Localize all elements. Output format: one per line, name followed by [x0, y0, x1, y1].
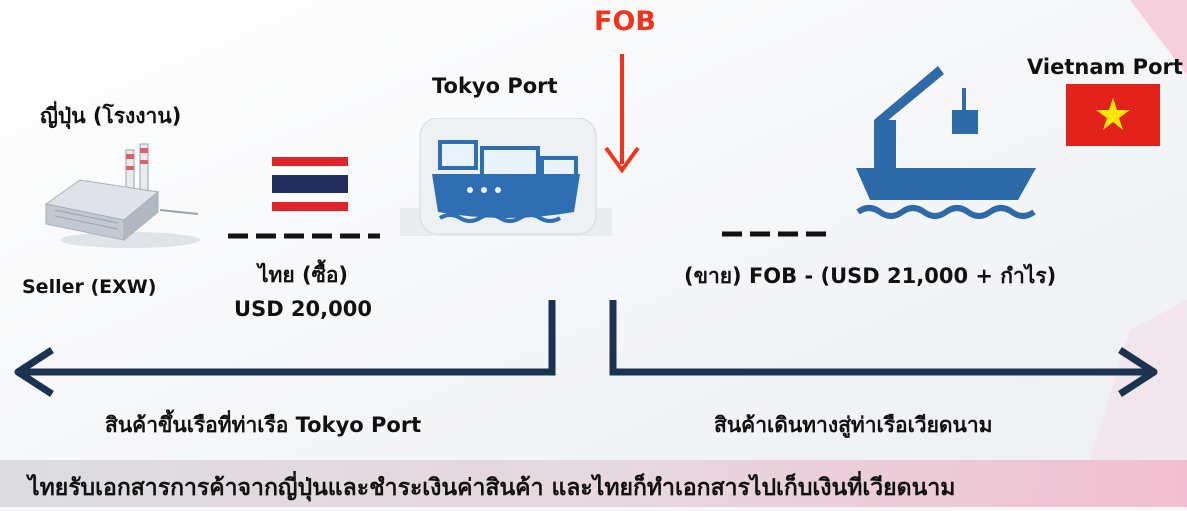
vietnam-port-label: Vietnam Port: [1027, 55, 1183, 79]
right-arrow-head: [1118, 347, 1158, 397]
sell-formula-label: (ขาย) FOB - (USD 21,000 + กำไร): [684, 264, 1057, 288]
seller-label: Seller (EXW): [22, 276, 157, 298]
crane-ship-icon: [856, 66, 1036, 219]
container-ship-icon: [400, 118, 612, 236]
thailand-flag-icon: [272, 157, 348, 211]
thai-buy-label: ไทย (ซื้อ) USD 20,000: [228, 258, 378, 326]
thai-buy-line1: ไทย (ซื้อ): [257, 263, 349, 287]
fob-red-arrow-head: [604, 146, 640, 174]
right-caption: สินค้าเดินทางสู่ท่าเรือเวียดนาม: [714, 413, 993, 437]
factory-icon: [44, 143, 200, 248]
japan-factory-label: ญี่ปุ่น (โรงงาน): [40, 104, 182, 128]
right-arrow: [609, 300, 1150, 376]
tokyo-port-label: Tokyo Port: [432, 74, 558, 98]
left-arrow: [22, 300, 556, 376]
thai-buy-line2: USD 20,000: [234, 297, 372, 321]
left-caption: สินค้าขึ้นเรือที่ท่าเรือ Tokyo Port: [105, 413, 422, 437]
bottom-banner: [0, 460, 1187, 507]
bottom-banner-text: ไทยรับเอกสารการค้าจากญี่ปุ่นและชำระเงินค…: [28, 475, 956, 501]
vietnam-flag-icon: [1066, 84, 1160, 146]
left-arrow-head: [14, 347, 54, 397]
fob-label: FOB: [594, 6, 656, 37]
